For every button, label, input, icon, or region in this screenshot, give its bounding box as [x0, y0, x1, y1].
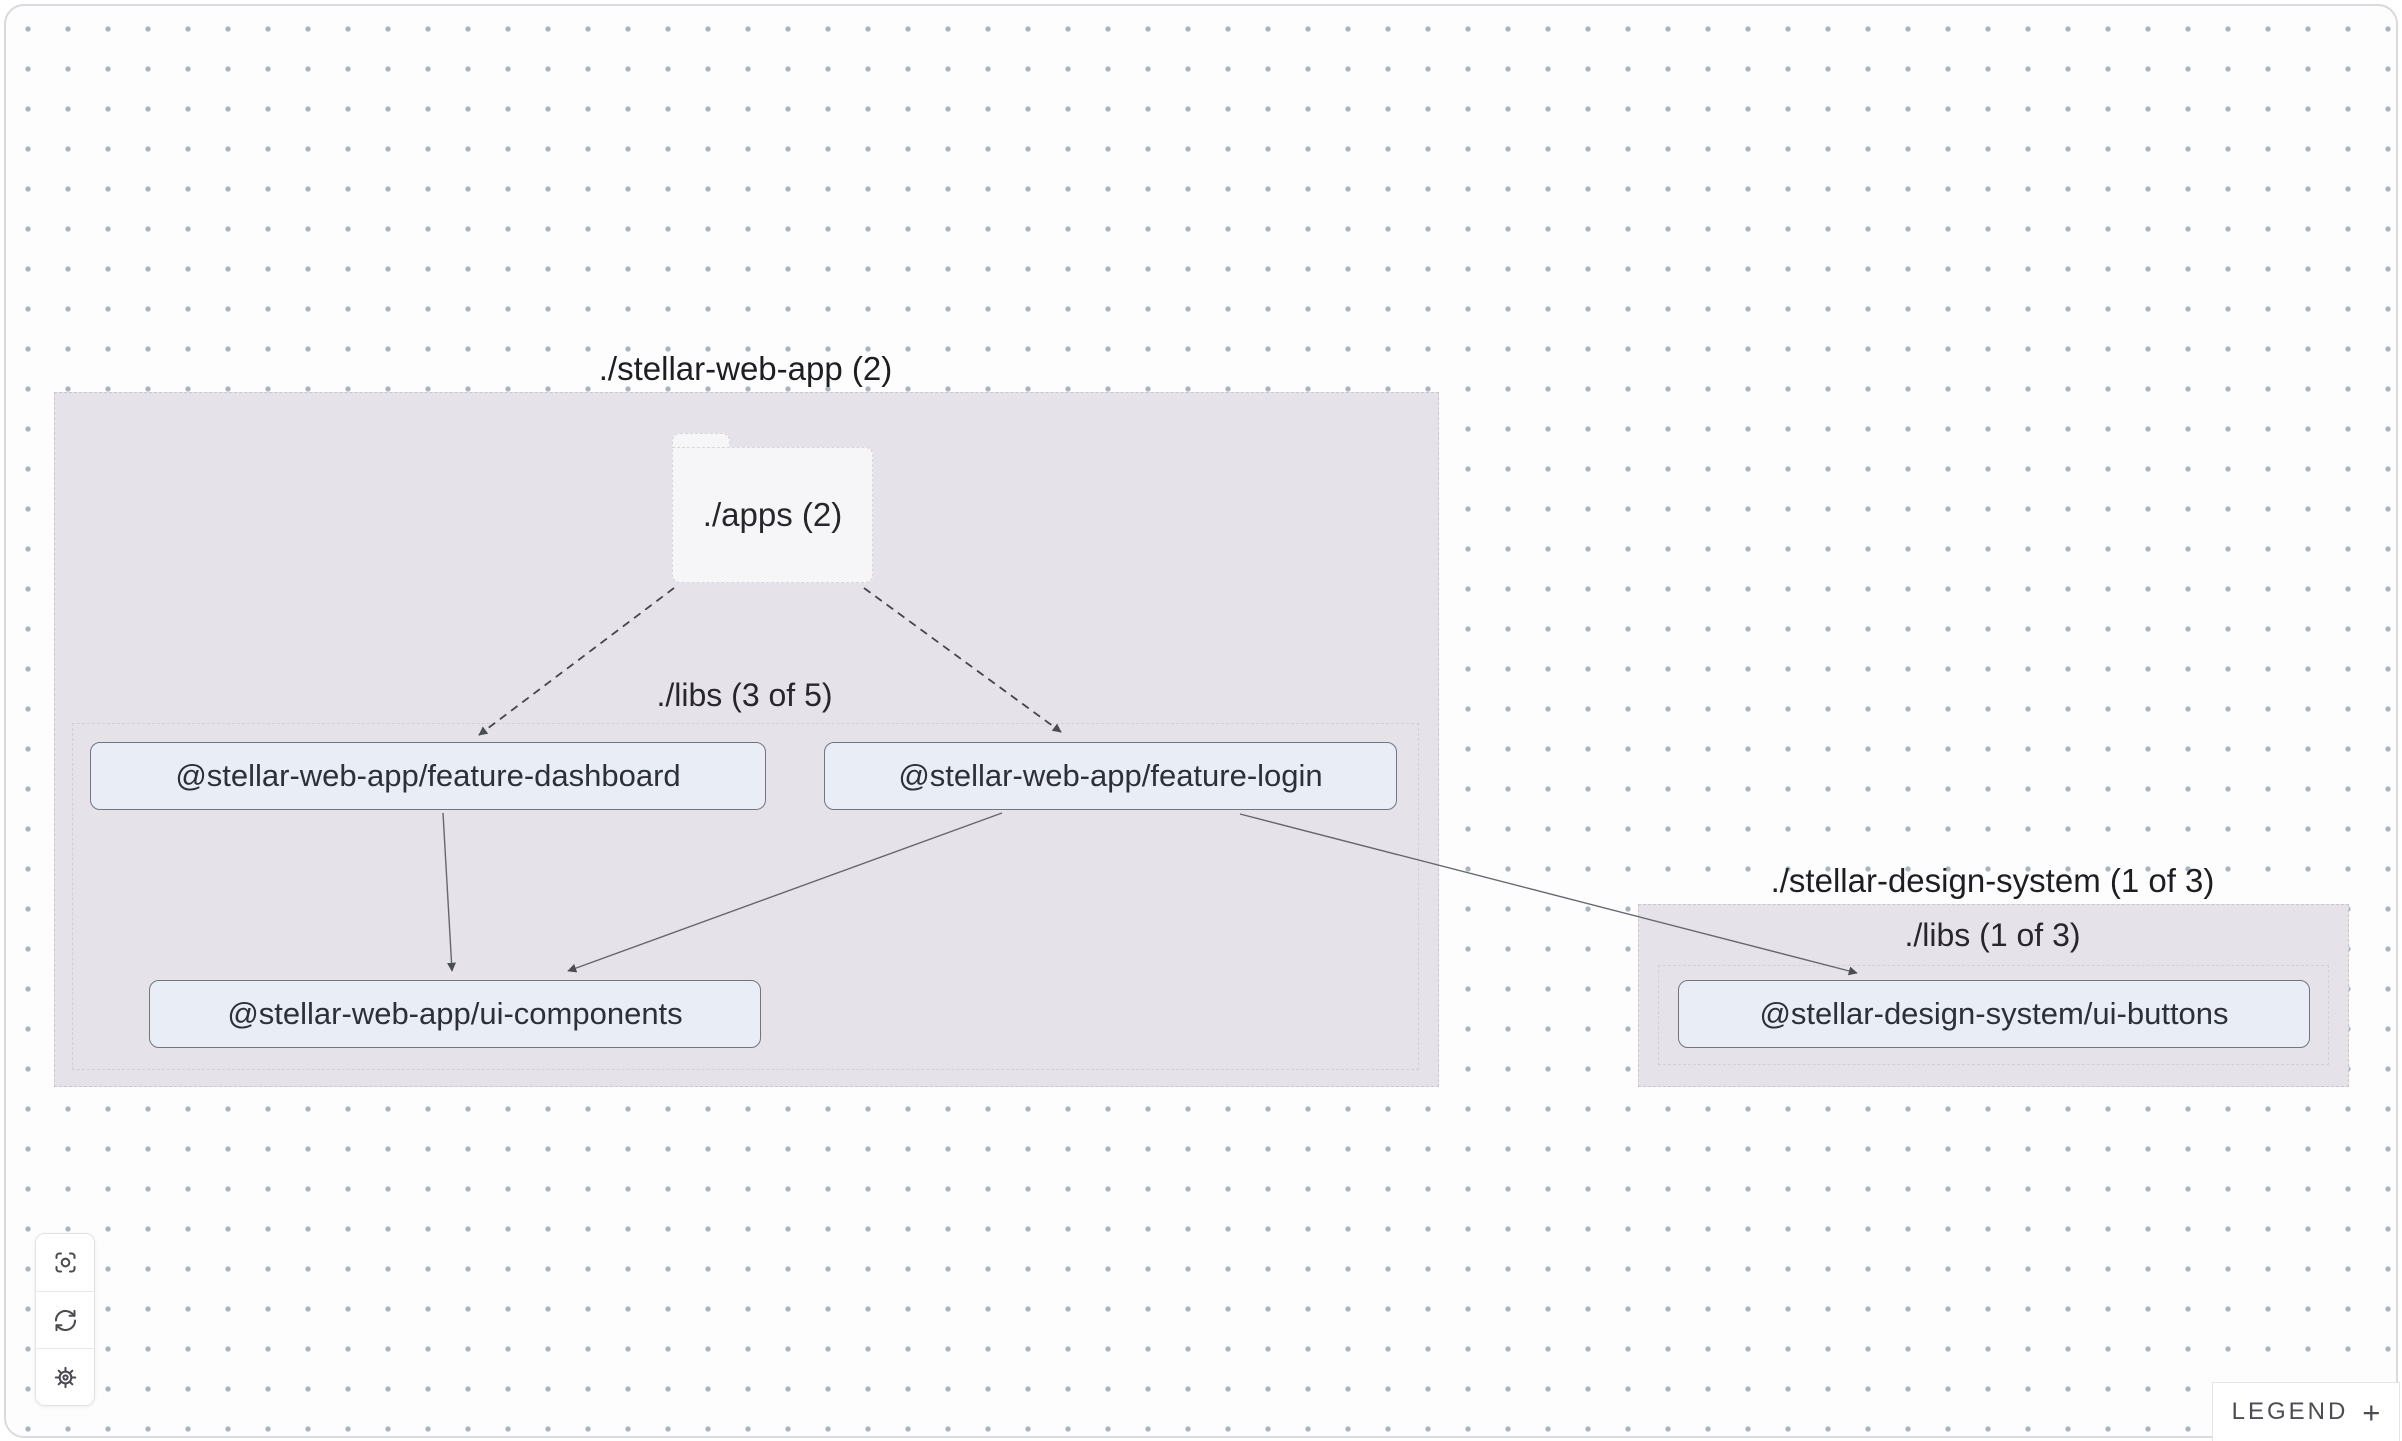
canvas-toolbar — [35, 1233, 95, 1406]
group-box-design-system-libs — [1658, 965, 2329, 1065]
group-label-design-system-libs: ./libs (1 of 3) — [1904, 917, 2081, 953]
focus-button[interactable] — [36, 1234, 94, 1291]
group-label-web-app-libs: ./libs (3 of 5) — [656, 677, 833, 713]
group-title-stellar-design-system: ./stellar-design-system (1 of 3) — [1770, 862, 2215, 899]
refresh-icon — [54, 1309, 76, 1331]
group-title-stellar-web-app: ./stellar-web-app (2) — [598, 350, 893, 387]
folder-label: ./apps (2) — [702, 496, 843, 533]
node-label: @stellar-design-system/ui-buttons — [1759, 996, 2229, 1031]
node-ui-buttons[interactable]: @stellar-design-system/ui-buttons — [1678, 980, 2310, 1048]
node-apps-folder[interactable]: ./apps (2) — [672, 433, 873, 583]
node-label: @stellar-web-app/feature-login — [898, 758, 1323, 793]
settings-icon — [54, 1366, 76, 1388]
refresh-button[interactable] — [36, 1291, 94, 1348]
node-feature-login[interactable]: @stellar-web-app/feature-login — [824, 742, 1397, 810]
folder-body: ./apps (2) — [672, 447, 873, 583]
settings-button[interactable] — [36, 1348, 94, 1405]
legend-label: LEGEND — [2231, 1398, 2349, 1425]
node-label: @stellar-web-app/feature-dashboard — [175, 758, 681, 793]
legend-toggle[interactable]: LEGEND + — [2212, 1382, 2400, 1441]
plus-icon: + — [2362, 1394, 2381, 1430]
focus-icon — [54, 1252, 76, 1273]
node-ui-components[interactable]: @stellar-web-app/ui-components — [149, 980, 761, 1048]
node-feature-dashboard[interactable]: @stellar-web-app/feature-dashboard — [90, 742, 766, 810]
node-label: @stellar-web-app/ui-components — [227, 996, 683, 1031]
